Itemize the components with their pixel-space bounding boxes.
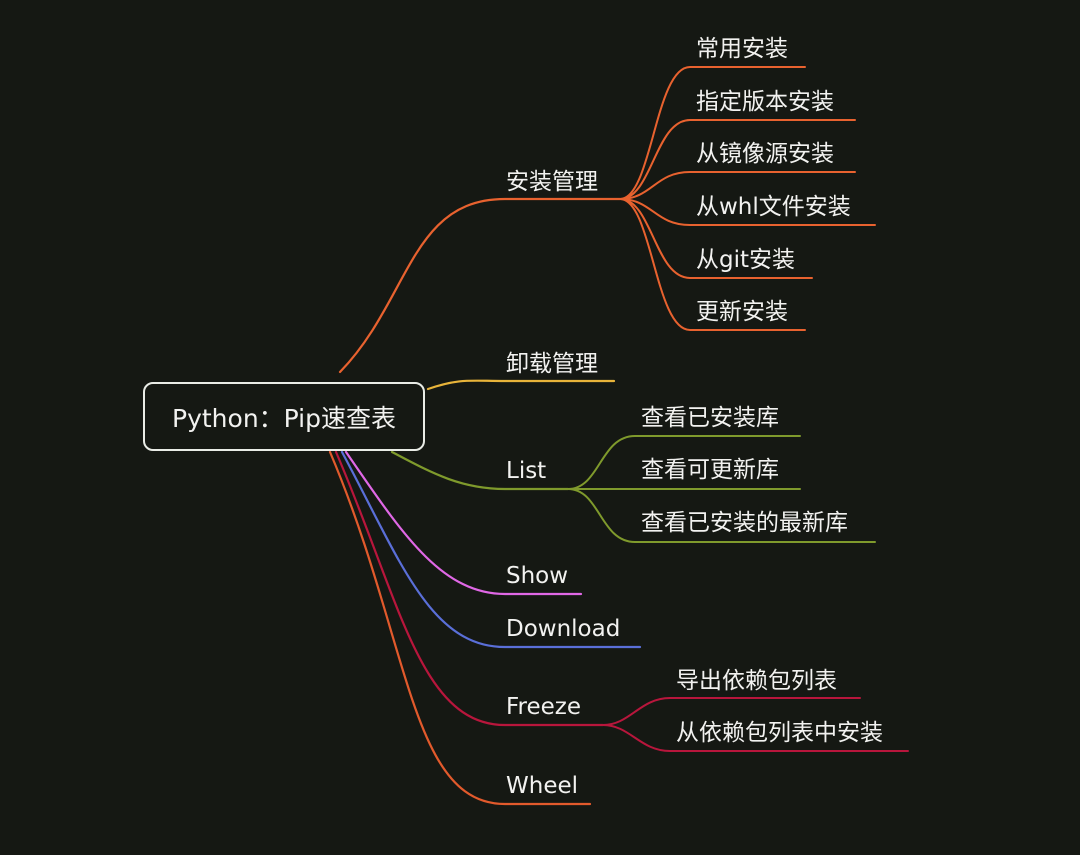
leaf-upgrade-install[interactable]: 更新安装: [696, 299, 788, 325]
leaf-install-specific-version[interactable]: 指定版本安装: [696, 89, 834, 115]
connector-list-leaf-0: [567, 435, 801, 490]
leaf-list-uptodate[interactable]: 查看已安装的最新库: [641, 510, 848, 536]
leaf-common-install[interactable]: 常用安装: [696, 36, 788, 62]
branch-uninstall-management[interactable]: 卸载管理: [506, 351, 598, 377]
branch-install-management[interactable]: 安装管理: [506, 169, 598, 195]
root-node-label: Python：Pip速查表: [172, 403, 396, 433]
leaf-install-from-git[interactable]: 从git安装: [696, 247, 796, 273]
connector-leaf-common: [619, 66, 806, 200]
connector-uninstall-management: [426, 379, 616, 391]
branch-wheel[interactable]: Wheel: [506, 773, 579, 799]
connector-show: [344, 450, 583, 596]
leaf-export-requirements[interactable]: 导出依赖包列表: [676, 668, 837, 694]
leaf-install-from-mirror[interactable]: 从镜像源安装: [696, 141, 834, 167]
branch-list[interactable]: List: [506, 458, 547, 484]
connector-leaf-upgrade: [619, 198, 806, 331]
leaf-install-from-whl[interactable]: 从whl文件安装: [696, 194, 851, 220]
connector-leaf-mirror: [619, 171, 856, 200]
connector-wheel: [328, 450, 592, 806]
connector-list: [390, 450, 570, 491]
connector-list-leaf-2: [567, 488, 876, 543]
connector-freeze-leaf-0: [602, 697, 861, 726]
branch-download[interactable]: Download: [506, 616, 621, 642]
leaf-list-installed[interactable]: 查看已安装库: [641, 405, 779, 431]
connector-freeze: [334, 450, 605, 727]
connector-freeze-leaf-1: [602, 724, 909, 752]
connector-leaf-git: [619, 198, 813, 279]
root-node[interactable]: Python：Pip速查表: [143, 382, 425, 451]
connector-leaf-specific-version: [619, 119, 856, 200]
connector-install-management: [338, 197, 622, 374]
leaf-list-outdated[interactable]: 查看可更新库: [641, 457, 779, 483]
connector-leaf-whl: [619, 198, 876, 226]
connector-download: [340, 450, 642, 649]
branch-freeze[interactable]: Freeze: [506, 694, 582, 720]
leaf-install-from-requirements[interactable]: 从依赖包列表中安装: [676, 720, 883, 746]
branch-show[interactable]: Show: [506, 563, 569, 589]
